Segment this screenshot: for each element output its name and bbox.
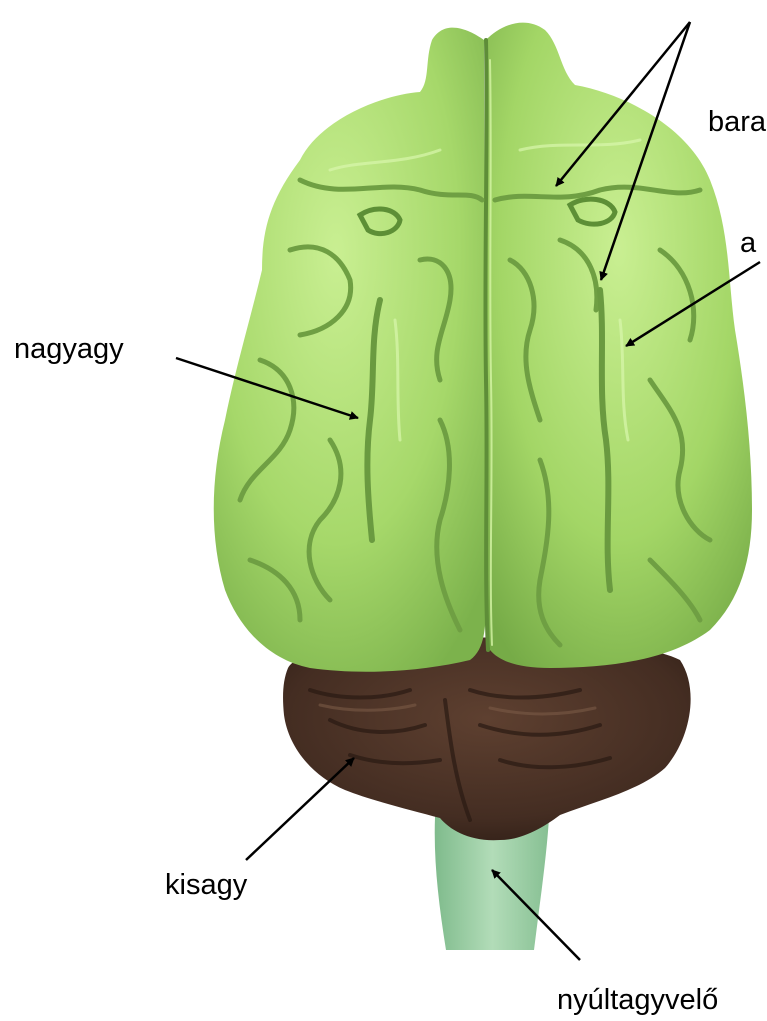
longitudinal-fissure [485,40,488,650]
arrow-kisagy [246,758,354,860]
left-hemisphere [214,28,486,672]
label-barazda: bara [708,108,766,137]
label-nagyagy: nagyagy [14,335,124,364]
label-agytekervény: a [740,229,756,258]
label-nyultagyvelo: nyúltagyvelő [557,986,718,1015]
label-kisagy: kisagy [165,871,247,900]
